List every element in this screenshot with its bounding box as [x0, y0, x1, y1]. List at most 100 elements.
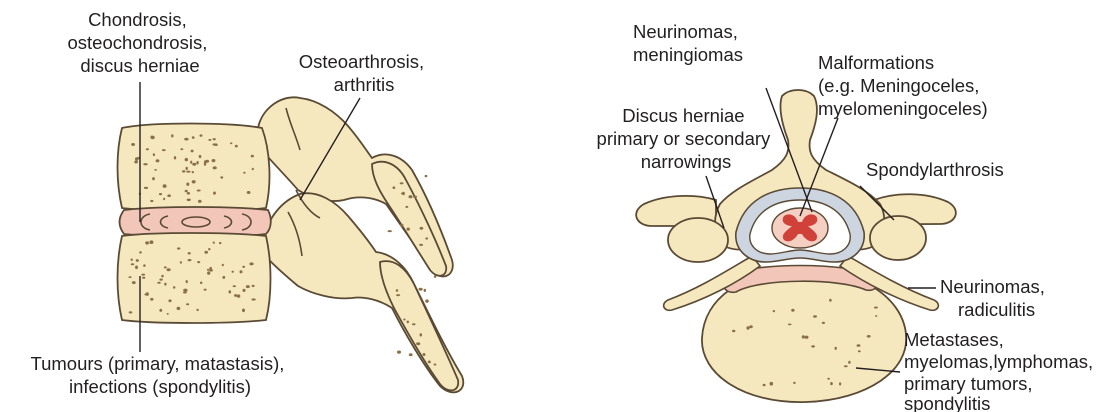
trabecula-dot: [235, 145, 238, 148]
label-neurinomas-meningiomas-line-2: meningiomas: [633, 44, 743, 65]
label-metastases-line-3: primary tumors,: [904, 373, 1033, 394]
trabecula-dot: [425, 237, 428, 239]
trabecula-dot: [146, 148, 149, 150]
trabecula-dot: [419, 244, 423, 246]
trabecula-dot: [131, 263, 135, 265]
trabecula-dot: [152, 177, 155, 180]
trabecula-dot: [822, 322, 825, 324]
trabecula-dot: [791, 309, 794, 312]
trabecula-dot: [396, 294, 400, 296]
trabecula-dot: [143, 163, 147, 165]
trabecula-dot: [149, 240, 153, 244]
trabecula-dot: [848, 361, 850, 364]
trabecula-dot: [150, 200, 153, 202]
trabecula-dot: [174, 156, 176, 159]
trabecula-dot: [157, 282, 161, 284]
trabecula-dot: [141, 274, 145, 276]
label-neurinomas-meningiomas-line-1: Neurinomas,: [633, 21, 738, 42]
trabecula-dot: [252, 298, 256, 300]
label-neurinomas-radiculitis: Neurinomas, radiculitis: [940, 276, 1050, 320]
trabecula-dot: [397, 351, 401, 354]
trabecula-dot: [129, 311, 133, 313]
trabecula-dot: [197, 261, 200, 263]
trabecula-dot: [204, 251, 208, 254]
trabecula-dot: [205, 160, 209, 163]
trabecula-dot: [405, 206, 408, 208]
trabecula-dot: [835, 347, 837, 350]
trabecula-dot: [857, 344, 861, 347]
trabecula-dot: [188, 252, 191, 254]
trabecula-dot: [749, 325, 753, 328]
trabecula-dot: [171, 134, 173, 137]
trabecula-dot: [135, 157, 138, 161]
trabecula-dot: [243, 172, 245, 174]
label-neurinomas-radiculitis-line-1: Neurinomas,: [940, 276, 1045, 297]
trabecula-dot: [173, 286, 175, 289]
trabecula-dot: [186, 183, 189, 186]
trabecula-dot: [420, 333, 423, 336]
trabecula-dot: [237, 294, 240, 297]
trabecula-dot: [198, 200, 202, 203]
label-malformations: Malformations (e.g. Meningoceles, myelom…: [818, 52, 988, 119]
trabecula-dot: [153, 153, 155, 156]
trabecula-dot: [135, 266, 138, 270]
label-metastases-line-2: myelomas,lymphomas,: [904, 351, 1093, 372]
trabecula-dot: [177, 307, 181, 310]
trabecula-dot: [424, 289, 426, 292]
trabecula-dot: [419, 288, 423, 291]
trabecula-dot: [249, 262, 253, 265]
trabecula-dot: [182, 170, 186, 172]
trabecula-dot: [162, 149, 166, 151]
trabecula-dot: [187, 199, 191, 202]
label-neurinomas-radiculitis-line-2: radiculitis: [958, 299, 1035, 320]
label-discus-herniae: Discus herniae primary or secondary narr…: [597, 105, 776, 172]
trabecula-dot: [213, 166, 217, 169]
trabecula-dot: [164, 283, 166, 286]
trabecula-dot: [874, 307, 878, 309]
trabecula-dot: [196, 161, 198, 164]
label-discus-herniae-line-1: Discus herniae: [622, 105, 744, 126]
trabecula-dot: [773, 310, 775, 312]
left-articular-facet: [668, 218, 728, 262]
lower-spinous-process: [380, 261, 458, 390]
trabecula-dot: [425, 299, 429, 302]
trabecula-dot: [393, 186, 396, 189]
trabecula-dot: [400, 224, 403, 227]
label-metastases-line-4: spondylitis: [904, 393, 990, 412]
trabecula-dot: [413, 196, 417, 198]
trabecula-dot: [423, 353, 426, 356]
trabecula-dot: [407, 228, 410, 231]
trabecula-dot: [827, 378, 830, 380]
label-metastases-line-1: Metastases,: [904, 329, 1004, 350]
trabecula-dot: [412, 323, 416, 325]
trabecula-dot: [407, 321, 409, 324]
trabecula-dot: [420, 227, 424, 230]
label-malformations-line-1: Malformations: [818, 52, 934, 73]
trabecula-dot: [207, 271, 210, 274]
trabecula-dot: [811, 345, 815, 347]
trabecula-dot: [128, 276, 131, 278]
trabecula-dot: [207, 269, 209, 271]
trabecula-dot: [388, 230, 392, 232]
trabecula-dot: [161, 275, 163, 278]
trabecula-dot: [132, 281, 136, 284]
trabecula-dot: [232, 271, 234, 273]
trabecula-dot: [230, 142, 233, 144]
trabecula-dot: [192, 163, 196, 166]
label-metastases: Metastases, myelomas,lymphomas, primary …: [904, 329, 1098, 412]
trabecula-dot: [134, 161, 138, 164]
trabecula-dot: [131, 259, 133, 261]
trabecula-dot: [142, 277, 145, 279]
trabecula-dot: [220, 176, 223, 178]
trabecula-dot: [184, 138, 188, 141]
trabecula-dot: [401, 193, 404, 195]
trabecula-dot: [145, 241, 149, 244]
trabecula-dot: [180, 148, 183, 150]
trabecula-dot: [746, 326, 749, 329]
trabecula-dot: [234, 294, 237, 297]
trabecula-dot: [167, 268, 171, 271]
trabecula-dot: [167, 313, 169, 315]
trabecula-dot: [163, 184, 167, 188]
